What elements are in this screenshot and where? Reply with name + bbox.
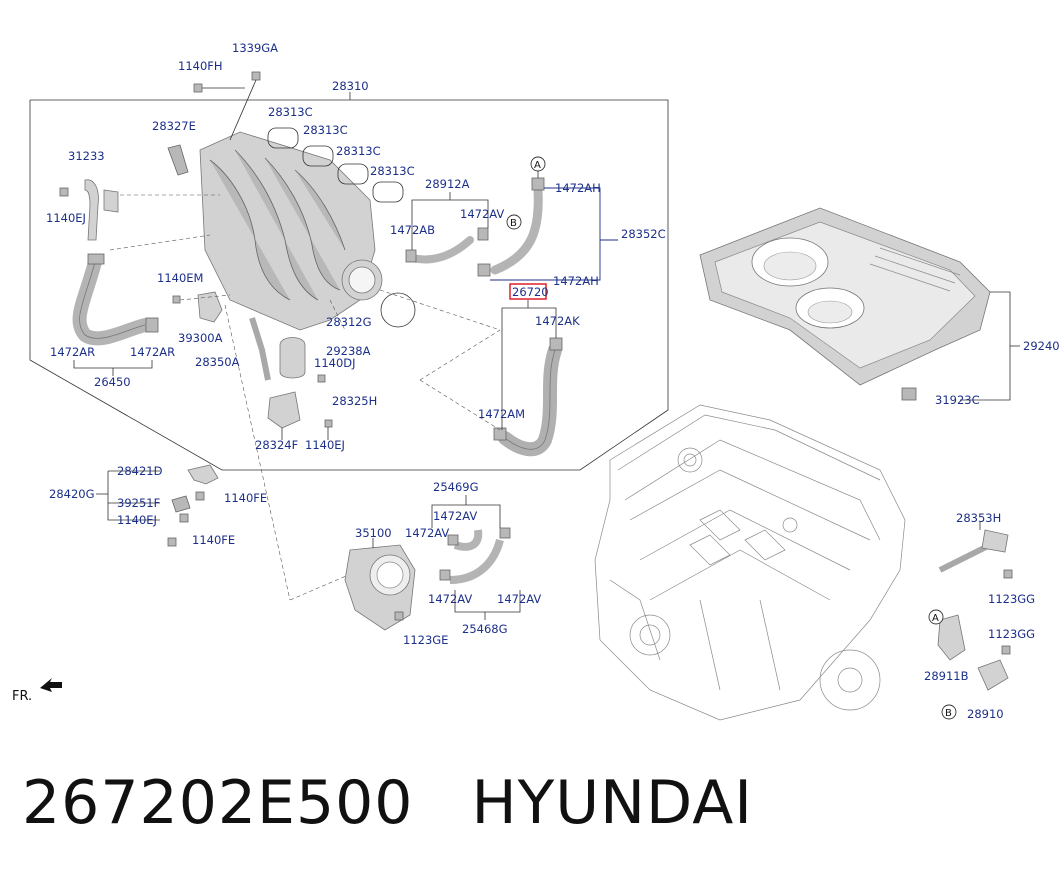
front-orientation-label: FR. (12, 689, 32, 704)
callout-28327E: 28327E (152, 119, 196, 133)
callout-1123GG: 1123GG (988, 627, 1035, 641)
callout-1140FE: 1140FE (224, 491, 267, 505)
callout-1140EJ: 1140EJ (117, 513, 157, 527)
callout-1472AR: 1472AR (130, 345, 175, 359)
callout-1140EM: 1140EM (157, 271, 203, 285)
callout-28313C: 28313C (268, 105, 313, 119)
callout-1140FH: 1140FH (178, 59, 223, 73)
engine-block (594, 404, 906, 721)
callout-28353H: 28353H (956, 511, 1001, 525)
callout-1339GA: 1339GA (232, 41, 278, 55)
front-arrow-icon (40, 678, 62, 692)
callout-25469G: 25469G (433, 480, 479, 494)
marker-B: B (945, 708, 952, 719)
footer-caption: 267202E500 HYUNDAI (22, 768, 753, 838)
callout-1472AH: 1472AH (555, 181, 601, 195)
callout-26720: 26720 (512, 285, 549, 299)
callout-31923C: 31923C (935, 393, 980, 407)
callout-39251F: 39251F (117, 496, 160, 510)
callout-28911B: 28911B (924, 669, 969, 683)
callout-26450: 26450 (94, 375, 131, 389)
intake-manifold (199, 131, 383, 331)
callout-25468G: 25468G (462, 622, 508, 636)
diagram-svg: 1339GA 1140FH 28310 28313C 28313C 28313C… (12, 41, 1060, 721)
callout-1140FE: 1140FE (192, 533, 235, 547)
callout-1472AK: 1472AK (535, 314, 580, 328)
callout-28352C: 28352C (621, 227, 666, 241)
callout-29240: 29240 (1023, 339, 1060, 353)
callout-1472AB: 1472AB (390, 223, 435, 237)
callout-28910: 28910 (967, 707, 1004, 721)
callout-1472AM: 1472AM (478, 407, 525, 421)
manifold-gaskets (267, 127, 404, 203)
throttle-gasket (380, 292, 416, 328)
throttle-body (344, 538, 416, 631)
callout-31233: 31233 (68, 149, 105, 163)
callout-28325H: 28325H (332, 394, 377, 408)
callout-1472AV: 1472AV (497, 592, 541, 606)
callout-28421D: 28421D (117, 464, 163, 478)
callout-28313C: 28313C (303, 123, 348, 137)
callout-28912A: 28912A (425, 177, 470, 191)
callout-28350A: 28350A (195, 355, 240, 369)
marker-A: A (932, 613, 939, 624)
callout-1140EJ: 1140EJ (46, 211, 86, 225)
callout-1140EJ: 1140EJ (305, 438, 345, 452)
exploded-parts-diagram: 1339GA 1140FH 28310 28313C 28313C 28313C… (12, 41, 1060, 721)
callout-28312G: 28312G (326, 315, 372, 329)
callout-1472AV: 1472AV (460, 207, 504, 221)
callout-1472AR: 1472AR (50, 345, 95, 359)
callout-1472AV: 1472AV (428, 592, 472, 606)
highlight-box (509, 283, 547, 300)
marker-B: B (510, 218, 517, 229)
callout-28420G: 28420G (49, 487, 95, 501)
marker-A: A (534, 160, 541, 171)
callout-35100: 35100 (355, 526, 392, 540)
engine-cover (699, 207, 1020, 401)
callout-1472AH: 1472AH (553, 274, 599, 288)
callout-1123GG: 1123GG (988, 592, 1035, 606)
callout-1140DJ: 1140DJ (314, 356, 356, 370)
callout-1123GE: 1123GE (403, 633, 448, 647)
callout-28310: 28310 (332, 79, 369, 93)
callout-29238A: 29238A (326, 344, 371, 358)
brand-name: HYUNDAI (471, 768, 753, 838)
callout-28313C: 28313C (370, 164, 415, 178)
callout-28324F: 28324F (255, 438, 298, 452)
callout-1472AV: 1472AV (433, 509, 477, 523)
callout-39300A: 39300A (178, 331, 223, 345)
callout-1472AV: 1472AV (405, 526, 449, 540)
callout-28313C: 28313C (336, 144, 381, 158)
part-number: 267202E500 (22, 768, 414, 838)
